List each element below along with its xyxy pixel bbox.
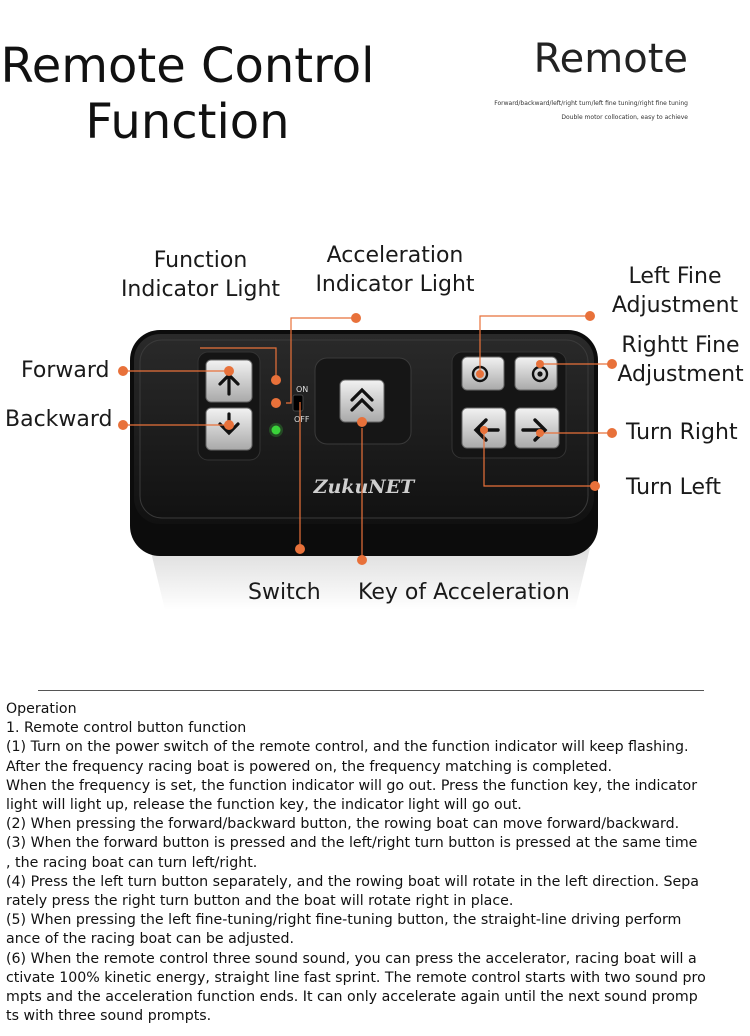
side-title: Remote [533, 36, 688, 82]
turn-left-label: Turn Left [626, 475, 722, 500]
operation-line: (4) Press the left turn button separatel… [6, 873, 699, 890]
brand-logo: ZukuNET [313, 476, 417, 498]
function-indicator-label-2: Indicator Light [120, 277, 281, 302]
operation-line: ance of the racing boat can be adjusted. [6, 931, 295, 948]
function-indicator-label: Function Indicator Light [118, 246, 283, 304]
operation-line: (2) When pressing the forward/backward b… [6, 816, 680, 833]
operation-line: , the racing boat can turn left/right. [6, 854, 258, 871]
acceleration-button [339, 379, 385, 423]
turn-right-label: Turn Right [626, 420, 738, 445]
acceleration-indicator-label: Acceleration Indicator Light [310, 241, 480, 299]
page-title: Remote Control Function [0, 38, 375, 150]
operation-line: (1) Turn on the power switch of the remo… [6, 739, 689, 756]
operation-line: (6) When the remote control three sound … [6, 950, 697, 967]
callout-dots [118, 311, 617, 565]
operation-line: (5) When pressing the left fine-tuning/r… [6, 912, 682, 929]
key-acceleration-label: Key of Acceleration [358, 580, 570, 605]
operation-line: ctivate 100% kinetic energy, straight li… [6, 969, 706, 986]
subtitle-motor: Double motor collocation, easy to achiev… [561, 114, 688, 121]
operation-line: (3) When the forward button is pressed a… [6, 835, 698, 852]
power-switch [292, 394, 304, 412]
acceleration-indicator-label-1: Acceleration [326, 243, 464, 268]
operation-heading: Operation [6, 701, 77, 717]
operation-line: rately press the right turn button and t… [6, 893, 514, 910]
left-fine-label-2: Adjustment [611, 293, 739, 318]
remote-diagram: ON OFF ZukuNET [118, 311, 617, 610]
title-line-1: Remote Control [0, 38, 375, 94]
right-fine-label-1: Rightt Fine [621, 333, 740, 358]
right-fine-button [514, 356, 558, 391]
right-fine-label: Rightt Fine Adjustment [613, 331, 748, 389]
right-fine-label-2: Adjustment [617, 362, 744, 387]
left-fine-label: Left Fine Adjustment [605, 262, 745, 320]
switch-off-label: OFF [294, 415, 310, 424]
device-reflection [150, 548, 590, 610]
acceleration-indicator-label-2: Indicator Light [315, 272, 475, 297]
double-chevron-up-icon [350, 387, 374, 412]
callout-lines [123, 315, 612, 560]
section-divider [38, 690, 704, 691]
turn-right-button [514, 407, 560, 449]
switch-label: Switch [248, 580, 321, 605]
operation-line: light will light up, release the functio… [6, 797, 522, 814]
green-led-icon [271, 425, 281, 435]
switch-on-label: ON [296, 385, 308, 394]
function-indicator-label-1: Function [153, 248, 248, 273]
operation-line: After the frequency racing boat is power… [6, 758, 612, 775]
title-line-2: Function [85, 94, 290, 150]
subtitle-features: Forward/backward/left/right turn/left fi… [494, 100, 688, 107]
left-fine-label-1: Left Fine [628, 264, 722, 289]
forward-label: Forward [21, 358, 110, 383]
operation-line: When the frequency is set, the function … [6, 777, 698, 794]
operation-line: 1. Remote control button function [6, 720, 247, 737]
operation-line: ts with three sound prompts. [6, 1008, 212, 1025]
operation-line: mpts and the acceleration function ends.… [6, 989, 698, 1006]
operation-section: Operation 1. Remote control button funct… [6, 700, 746, 1026]
backward-label: Backward [5, 407, 113, 432]
acceleration-indicator-dot [271, 398, 281, 408]
